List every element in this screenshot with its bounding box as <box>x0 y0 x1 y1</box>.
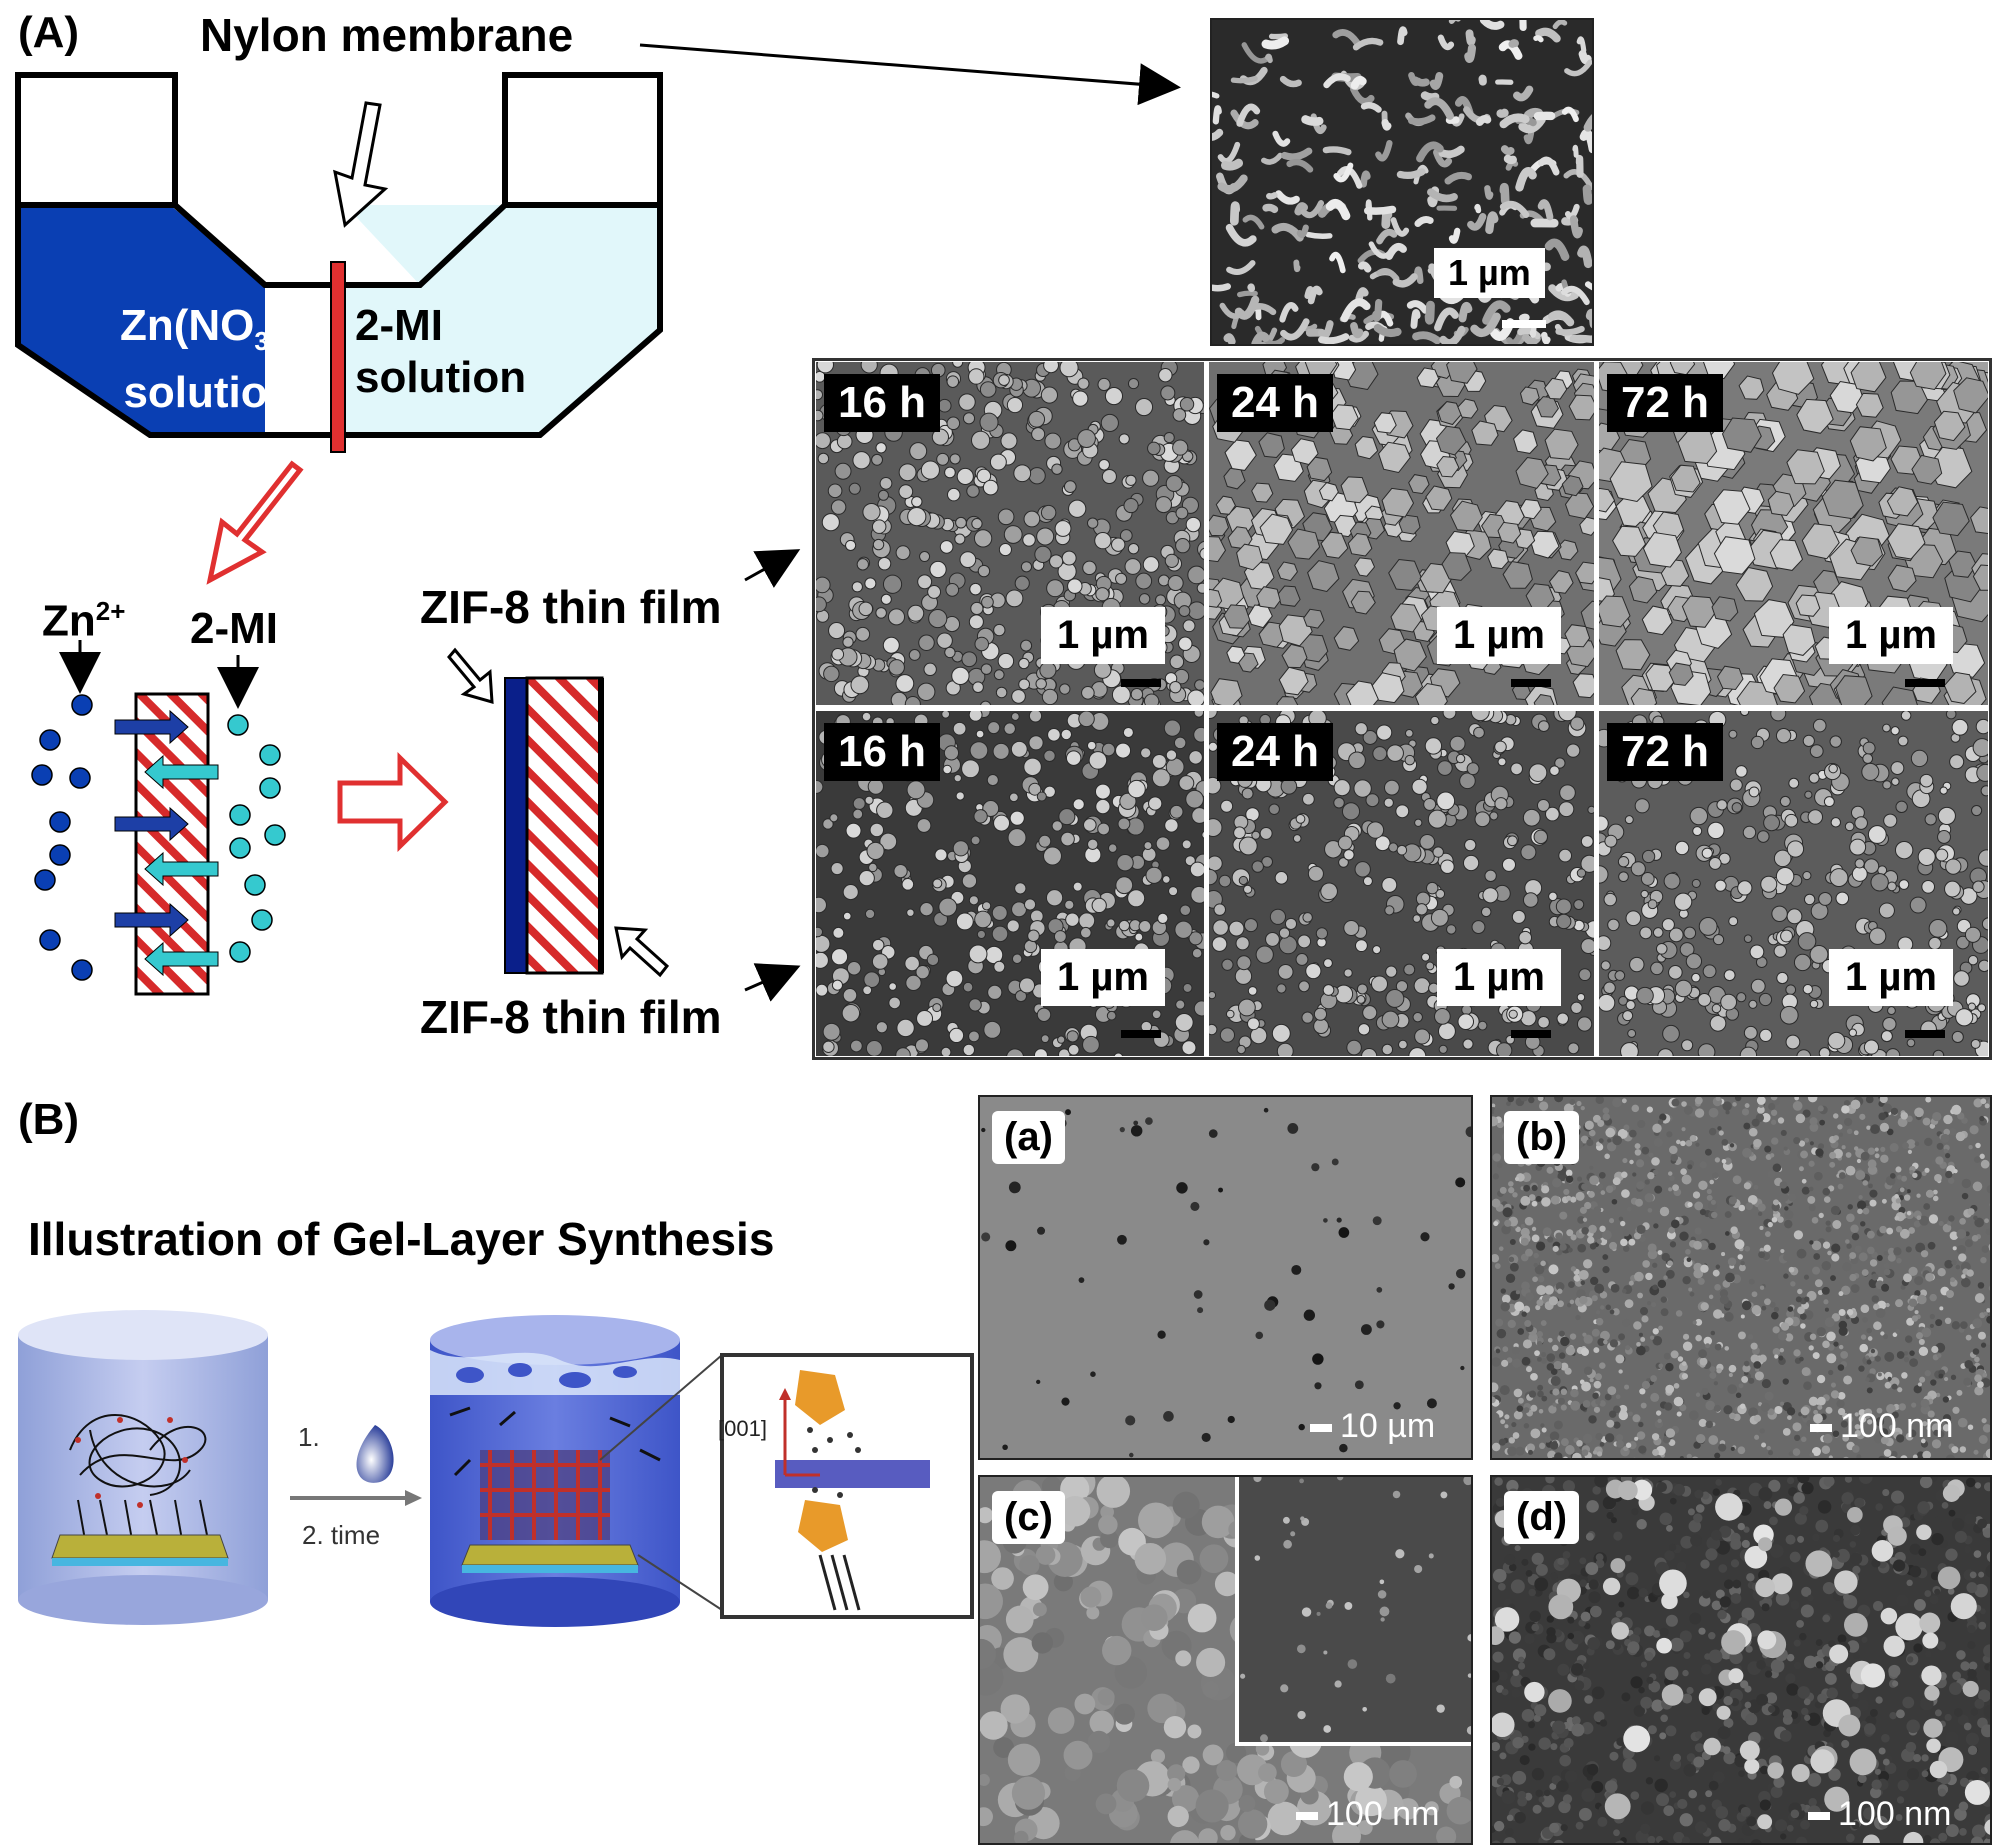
drop-icon <box>356 1425 394 1483</box>
sem-image-a: (a) 10 µm <box>978 1095 1473 1460</box>
zif8-film-top-label: ZIF-8 thin film <box>420 581 722 633</box>
zn-flux-arrows <box>114 709 189 938</box>
mi-flux-arrows <box>144 754 219 977</box>
time-label: 24 h <box>1217 723 1334 781</box>
pointer-arrows <box>639 43 1181 1002</box>
scale-bar <box>1905 679 1945 687</box>
sem-top-row-3: 72 h 1 µm <box>1598 361 1989 706</box>
scale-label: 1 µm <box>1041 949 1165 1006</box>
sem-d-tag: (d) <box>1504 1491 1580 1544</box>
sem-top-row-2: 24 h 1 µm <box>1208 361 1595 706</box>
polymer-tangle <box>69 1414 207 1496</box>
sem-b-tag: (b) <box>1504 1111 1580 1164</box>
hollow-arrow-bottom-film <box>614 926 670 978</box>
zn-solution-liquid <box>18 205 265 435</box>
zif-crystal-array <box>480 1450 610 1540</box>
axis-001-label: [001] <box>718 1416 767 1441</box>
substrate-2 <box>461 1544 639 1566</box>
sem-b-scale: 100 nm <box>1810 1407 1953 1446</box>
red-hollow-arrow-right <box>337 752 449 852</box>
time-label: 24 h <box>1217 374 1334 432</box>
mi-label: 2-MI <box>190 604 278 653</box>
panel-b-letter: (B) <box>18 1095 80 1144</box>
scale-label: 1 µm <box>1829 949 1953 1006</box>
nylon-scale-label: 1 µm <box>1434 248 1545 298</box>
film-membrane <box>525 676 604 975</box>
gel-layer-title: Illustration of Gel-Layer Synthesis <box>28 1213 775 1265</box>
mi-solution-liquid <box>345 205 660 435</box>
zif8-film-bottom-label: ZIF-8 thin film <box>420 991 722 1043</box>
hollow-arrow-top-film <box>447 647 494 705</box>
time-label: 16 h <box>824 374 941 432</box>
zoom-structure <box>775 1370 930 1611</box>
nylon-membrane-label: Nylon membrane <box>200 9 574 61</box>
sem-top-row-1: 16 h 1 µm <box>815 361 1205 706</box>
zn-ion-label: Zn2+ <box>42 596 126 646</box>
zn-ion-dots <box>31 694 93 981</box>
scale-bar <box>1511 679 1551 687</box>
mi-dots <box>227 714 286 963</box>
sem-bottom-row-2: 24 h 1 µm <box>1208 710 1595 1057</box>
panel-a-letter: (A) <box>18 8 80 57</box>
gel-foam <box>430 1350 680 1395</box>
sem-image-b: (b) 100 nm <box>1490 1095 1992 1460</box>
sem-grid <box>812 358 1992 1060</box>
gel-layer-illustration <box>18 1310 974 1627</box>
scale-bar <box>1121 1030 1161 1038</box>
sem-image-d: (d) 100 nm <box>1490 1475 1992 1845</box>
sem-image-c: (c) 100 nm <box>978 1475 1473 1845</box>
substrate-1 <box>51 1534 229 1559</box>
scale-label: 1 µm <box>1041 607 1165 664</box>
step2-label: 2. time <box>302 1520 381 1550</box>
step1-label: 1. <box>298 1422 320 1452</box>
scale-label: 1 µm <box>1437 949 1561 1006</box>
sem-c-inset <box>1235 1477 1471 1746</box>
scale-label: 1 µm <box>1437 607 1561 664</box>
sem-a-tag: (a) <box>992 1111 1065 1164</box>
scale-bar <box>1121 679 1161 687</box>
nylon-sem-image: 1 µm <box>1210 18 1594 346</box>
sem-c-scale: 100 nm <box>1296 1795 1439 1834</box>
zn-solution-label: Zn(NO3)2 solution <box>120 301 298 417</box>
sem-bottom-row-1: 16 h 1 µm <box>815 710 1205 1057</box>
hatched-membrane <box>134 692 210 996</box>
sem-bottom-row-3: 72 h 1 µm <box>1598 710 1989 1057</box>
scale-bar <box>1511 1030 1551 1038</box>
red-hollow-arrow-down <box>206 460 304 585</box>
membrane-cell-schematic <box>15 72 670 996</box>
time-label: 72 h <box>1607 374 1724 432</box>
nylon-membrane-bar <box>330 261 346 453</box>
nylon-scale-bar <box>1502 320 1546 328</box>
sem-c-tag: (c) <box>992 1491 1065 1544</box>
scale-label: 1 µm <box>1829 607 1953 664</box>
scale-bar <box>1905 1030 1945 1038</box>
time-label: 72 h <box>1607 723 1724 781</box>
sem-d-scale: 100 nm <box>1808 1795 1951 1834</box>
sem-a-scale: 10 µm <box>1310 1407 1435 1446</box>
hollow-down-arrow <box>333 101 389 228</box>
time-label: 16 h <box>824 723 941 781</box>
mi-solution-label: 2-MI solution <box>355 301 527 402</box>
